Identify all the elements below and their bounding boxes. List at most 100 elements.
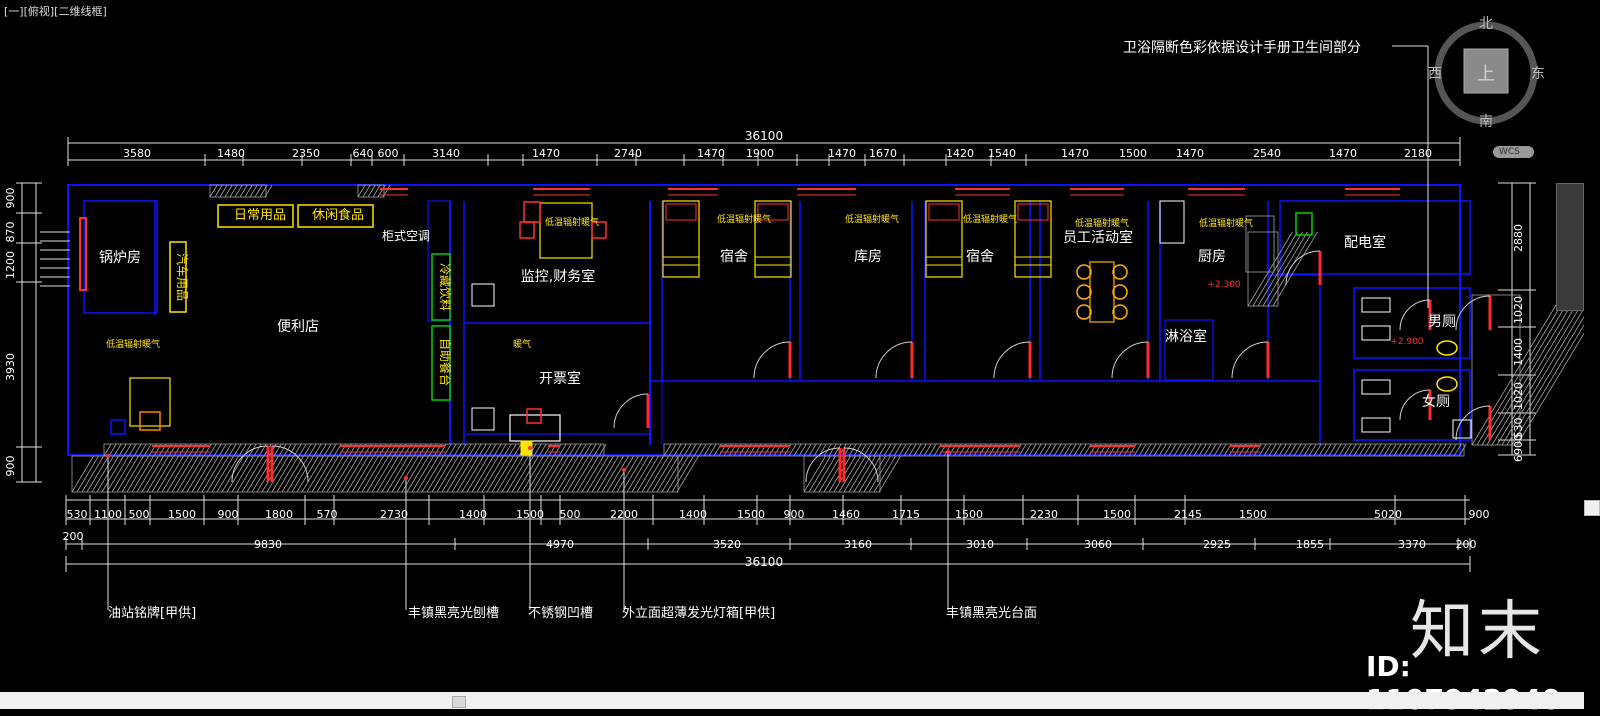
boiler-door	[79, 217, 87, 291]
urinal	[1361, 297, 1391, 313]
hatch-line	[578, 443, 587, 457]
toilet	[1361, 379, 1391, 395]
view-cube[interactable]: 上 北 南 西 东	[1428, 16, 1545, 130]
hatch-line	[1148, 443, 1157, 457]
hatch-line	[1433, 443, 1442, 457]
hatch-line	[351, 455, 374, 493]
hatch-line	[566, 455, 589, 493]
hatch-line	[271, 455, 294, 493]
hatch-line	[466, 455, 489, 493]
hatch-line	[1188, 443, 1197, 457]
dim-bottom2-value: 3060	[1084, 538, 1112, 551]
hatch-line	[818, 455, 841, 493]
hatch-line	[226, 455, 249, 493]
leader-dot	[528, 446, 532, 450]
hatch-line	[1501, 307, 1584, 446]
paving-hatch	[71, 455, 699, 493]
room-label-power: 配电室	[1344, 234, 1386, 251]
hatch-line	[86, 455, 109, 493]
hatch-line	[503, 443, 512, 457]
hatch-line	[1398, 443, 1407, 457]
hatch-line	[371, 455, 394, 493]
leader-dot	[946, 450, 950, 454]
hatch-line	[1413, 443, 1422, 457]
hatch-line	[913, 443, 922, 457]
safe	[471, 407, 495, 431]
dim-bottom1-value: 2730	[380, 508, 408, 521]
hatch-line	[798, 443, 807, 457]
hatch-line	[803, 455, 826, 493]
dim-top-value: 640	[353, 147, 374, 160]
hatch-line	[1338, 443, 1347, 457]
hatch-line	[321, 455, 344, 493]
scroll-thumb[interactable]	[452, 696, 466, 708]
hatch-line	[248, 443, 257, 457]
dim-bottom1-value: 530	[67, 508, 88, 521]
dim-bottom1-value: 2200	[610, 508, 638, 521]
navigation-bar[interactable]	[1556, 183, 1584, 311]
hatch-line	[908, 443, 917, 457]
door-swing	[1285, 250, 1321, 286]
wcs-menu[interactable]: WCS	[1493, 146, 1534, 158]
hatch-line	[693, 443, 702, 457]
door-swing	[613, 393, 649, 429]
room-label-store: 便利店	[277, 319, 319, 335]
hatch-line	[361, 455, 384, 493]
dim-bottom2-first: 200	[63, 530, 84, 543]
room-label-monitor: 监控,财务室	[521, 268, 595, 285]
hatch-line	[446, 455, 469, 493]
hatch-line	[1373, 443, 1382, 457]
dim-bottom1-value: 1460	[832, 508, 860, 521]
hatch-line	[683, 443, 692, 457]
hatch-line	[406, 455, 429, 493]
hatch-line	[216, 455, 239, 493]
room-label-snack: 休闲食品	[312, 207, 364, 223]
hatch-line	[1383, 443, 1392, 457]
hatch-line	[111, 455, 134, 493]
dim-right-value: 530	[1512, 418, 1525, 439]
hatch-line	[656, 455, 679, 493]
leader-dot	[106, 454, 110, 458]
room-label-car_goods: 汽车用品	[175, 253, 190, 301]
hatch-line	[1058, 443, 1067, 457]
hatch-line	[508, 443, 517, 457]
callout-label: 丰镇黑亮光台面	[946, 605, 1037, 621]
chair	[1112, 304, 1128, 320]
hatch-line	[231, 455, 254, 493]
hatch-line	[588, 443, 597, 457]
hatch-line	[463, 443, 472, 457]
dim-top-value: 600	[378, 147, 399, 160]
dim-top-value: 1480	[217, 147, 245, 160]
bed	[1014, 200, 1052, 278]
vertical-scroll-thumb[interactable]	[1584, 500, 1600, 516]
base-hatch	[663, 443, 1467, 457]
dim-top-value: 1470	[697, 147, 725, 160]
hatch-line	[533, 443, 542, 457]
hatch-line	[238, 443, 247, 457]
hatch-line	[1348, 443, 1357, 457]
heater-label: 低温辐射暖气	[1075, 217, 1129, 229]
compass-west: 西	[1428, 66, 1442, 82]
hatch-line	[793, 443, 802, 457]
hatch-line	[621, 455, 644, 493]
viewport-label[interactable]: [一][俯视][二维线框]	[4, 5, 107, 18]
hatch-line	[513, 443, 522, 457]
horizontal-scrollbar[interactable]	[0, 692, 1584, 709]
exterior-door	[1455, 295, 1492, 331]
hatch-line	[113, 443, 122, 457]
hatch-line	[1258, 443, 1267, 457]
hatch-line	[151, 455, 174, 493]
hatch-line	[1388, 443, 1397, 457]
hatch-line	[236, 455, 259, 493]
safe	[471, 283, 495, 307]
hatch-line	[108, 443, 117, 457]
bed	[754, 200, 792, 278]
hatch-line	[458, 443, 467, 457]
dim-top-value: 1470	[1176, 147, 1204, 160]
hatch-line	[161, 455, 184, 493]
hatch-line	[573, 443, 582, 457]
hatch-line	[1262, 231, 1308, 307]
hatch-line	[91, 455, 114, 493]
room-door	[993, 341, 1032, 379]
